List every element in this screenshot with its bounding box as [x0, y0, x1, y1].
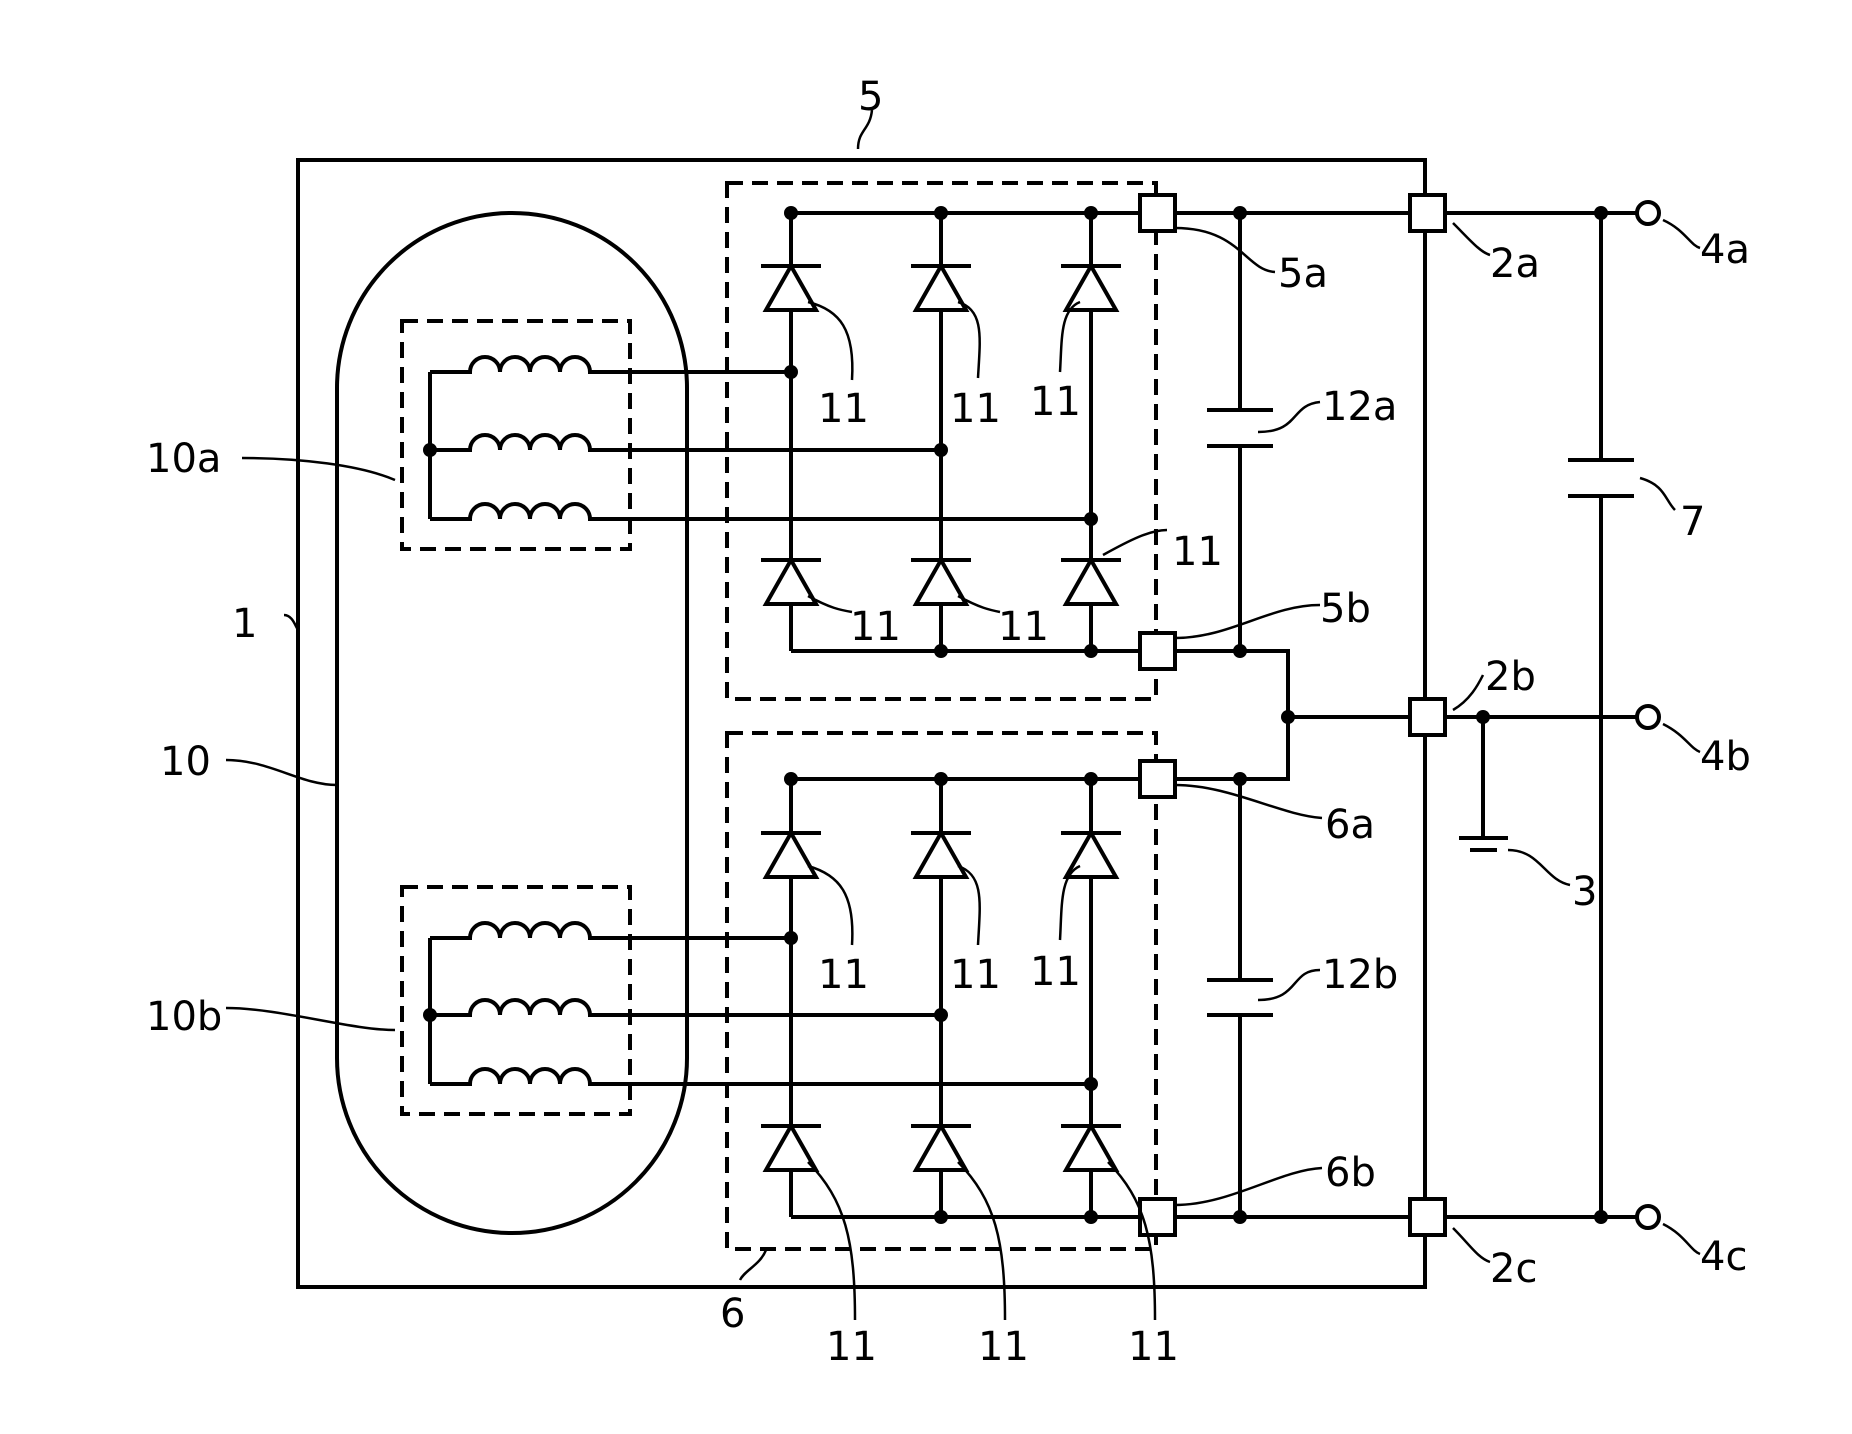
terminal-2b	[1410, 699, 1445, 735]
winding-a-coils	[423, 357, 640, 519]
label-winding-b: 10b	[146, 994, 222, 1040]
terminal-5b	[1140, 633, 1175, 669]
label-diode: 11	[1172, 529, 1223, 575]
label-diode: 11	[1030, 379, 1081, 425]
label-stator: 10	[160, 739, 211, 785]
capacitor-7	[1568, 460, 1634, 496]
label-rect-a-neg: 5b	[1320, 586, 1371, 632]
dc-wiring	[1175, 206, 1637, 1224]
rectifier-a-wiring	[640, 206, 1140, 658]
terminal-2c	[1410, 1199, 1445, 1235]
diode	[1061, 833, 1121, 877]
label-housing: 1	[232, 601, 257, 647]
diode	[761, 1126, 821, 1170]
label-term-2a: 2a	[1490, 241, 1540, 287]
stator-outline	[337, 213, 687, 1233]
diode	[911, 1126, 971, 1170]
diode	[1061, 560, 1121, 604]
generator-housing	[298, 160, 1425, 1287]
diode	[761, 833, 821, 877]
label-rect-b-neg: 6b	[1325, 1150, 1376, 1196]
terminal-6b	[1140, 1199, 1175, 1235]
label-term-2b: 2b	[1485, 654, 1536, 700]
label-out-4c: 4c	[1700, 1234, 1747, 1280]
winding-b-coils	[423, 923, 640, 1084]
diode	[1061, 266, 1121, 310]
label-diode: 11	[950, 386, 1001, 432]
label-diode: 11	[1030, 949, 1081, 995]
terminal-5a	[1140, 195, 1175, 231]
label-diode: 11	[950, 952, 1001, 998]
output-4c	[1637, 1206, 1659, 1228]
label-rectifier-b: 6	[720, 1291, 745, 1337]
rectifier-b-wiring	[640, 772, 1140, 1224]
label-diode: 11	[998, 604, 1049, 650]
output-4a	[1637, 202, 1659, 224]
terminal-6a	[1140, 761, 1175, 797]
output-terminals	[1637, 202, 1659, 1228]
label-capacitor-7: 7	[1680, 499, 1705, 545]
label-rect-b-pos: 6a	[1325, 802, 1375, 848]
label-ground: 3	[1572, 869, 1597, 915]
label-winding-a: 10a	[146, 436, 221, 482]
label-diode: 11	[818, 386, 869, 432]
label-diode: 11	[978, 1324, 1029, 1370]
diode	[1061, 1126, 1121, 1170]
capacitor-12a	[1207, 410, 1273, 446]
label-diode: 11	[826, 1324, 877, 1370]
diode	[911, 833, 971, 877]
ground-symbol	[1459, 838, 1508, 850]
capacitor-12b	[1207, 980, 1273, 1015]
label-cap-a: 12a	[1322, 384, 1397, 430]
label-term-2c: 2c	[1490, 1246, 1537, 1292]
label-diode: 11	[1128, 1324, 1179, 1370]
label-rect-a-pos: 5a	[1278, 251, 1328, 297]
label-diode: 11	[818, 952, 869, 998]
label-cap-b: 12b	[1322, 952, 1398, 998]
terminal-2a	[1410, 195, 1445, 231]
output-4b	[1637, 706, 1659, 728]
label-out-4a: 4a	[1700, 227, 1750, 273]
label-out-4b: 4b	[1700, 734, 1751, 780]
label-rectifier-a: 5	[858, 74, 883, 120]
label-diode: 11	[850, 604, 901, 650]
